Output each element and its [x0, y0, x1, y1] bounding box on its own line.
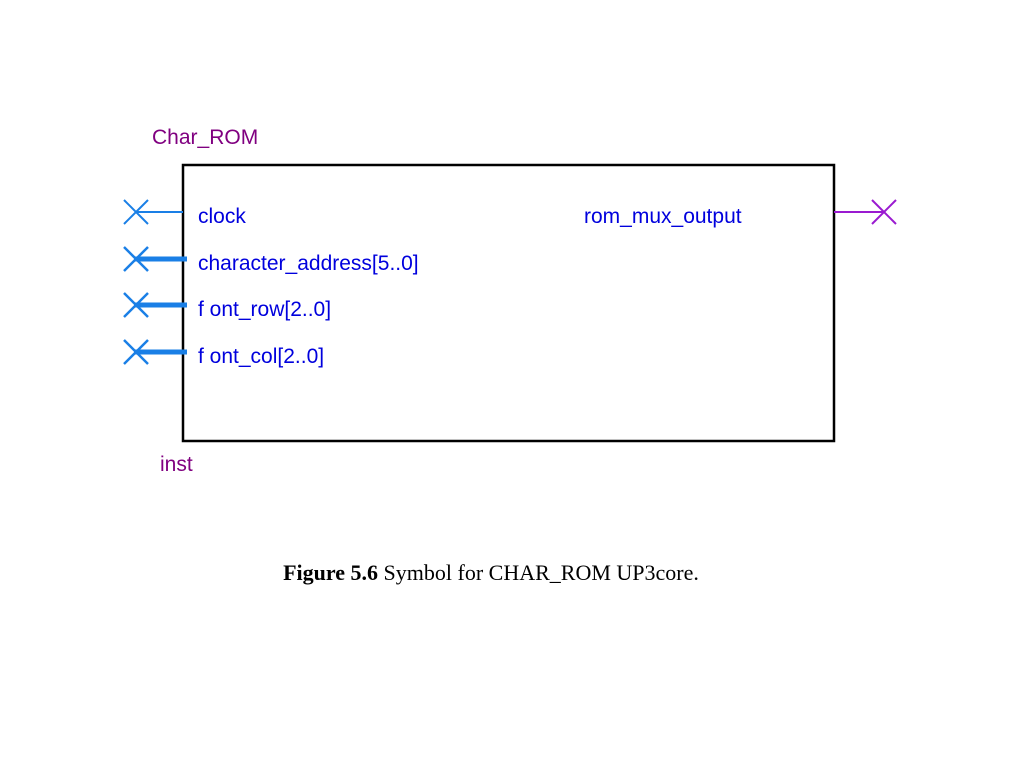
figure-caption: Figure 5.6 Symbol for CHAR_ROM UP3core.: [0, 560, 982, 586]
output-label-rom-mux-output: rom_mux_output: [584, 205, 742, 228]
input-label-character-address: character_address[5..0]: [198, 252, 419, 275]
input-pin-font-col: f ont_col[2..0]: [123, 339, 324, 368]
figure-caption-text: Symbol for CHAR_ROM UP3core.: [378, 560, 699, 585]
symbol-name: Char_ROM: [152, 126, 258, 149]
input-pin-clock: clock: [123, 199, 246, 228]
input-label-clock: clock: [198, 205, 246, 228]
input-label-font-col: f ont_col[2..0]: [198, 345, 324, 368]
input-pin-character-address: character_address[5..0]: [123, 246, 419, 275]
output-pin-rom-mux-output: rom_mux_output: [584, 199, 897, 228]
input-label-font-row: f ont_row[2..0]: [198, 298, 331, 321]
pin-x-mark: [871, 199, 897, 225]
input-pin-font-row: f ont_row[2..0]: [123, 292, 331, 321]
instance-name: inst: [160, 453, 193, 476]
figure-number: Figure 5.6: [283, 560, 379, 585]
